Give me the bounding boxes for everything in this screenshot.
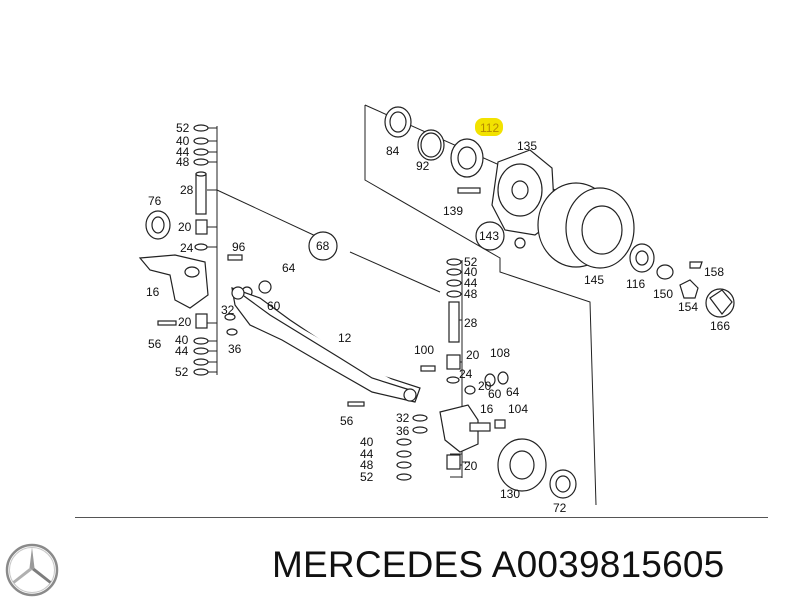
part-label: 32 [221, 303, 235, 317]
part-label: 139 [443, 204, 463, 218]
part-label: 72 [553, 501, 567, 515]
part-label: 92 [416, 159, 430, 173]
mercedes-star-icon [5, 543, 59, 597]
part-label: 84 [386, 144, 400, 158]
part-label: 56 [340, 414, 354, 428]
callout-label: 143 [479, 229, 499, 243]
part-label: 44 [176, 145, 190, 159]
part-number: A0039815605 [491, 544, 725, 585]
part-label: 20 [466, 348, 480, 362]
part-label: 96 [232, 240, 246, 254]
part-label: 158 [704, 265, 724, 279]
part-title: MERCEDES A0039815605 [272, 544, 724, 586]
part-label: 130 [500, 487, 520, 501]
part-label: 16 [480, 402, 494, 416]
part-label: 20 [178, 315, 192, 329]
part-label: 40 [464, 265, 478, 279]
part-label-highlighted: 112 [480, 121, 499, 135]
part-label: 40 [360, 435, 374, 449]
part-label: 36 [228, 342, 242, 356]
part-label: 60 [267, 299, 281, 313]
part-label: 24 [180, 241, 194, 255]
part-label: 52 [464, 255, 478, 269]
part-label: 28 [180, 183, 194, 197]
part-label: 64 [506, 385, 520, 399]
part-label: 64 [282, 261, 296, 275]
callout-label: 68 [316, 239, 330, 253]
part-label: 166 [710, 319, 730, 333]
part-label: 12 [338, 331, 352, 345]
part-label: 60 [488, 387, 502, 401]
part-label: 76 [148, 194, 162, 208]
part-label: 48 [464, 287, 478, 301]
part-label: 52 [176, 121, 190, 135]
part-label: 36 [396, 424, 410, 438]
part-label: 44 [360, 447, 374, 461]
part-label: 40 [175, 333, 189, 347]
part-label: 44 [175, 344, 189, 358]
part-label: 100 [414, 343, 434, 357]
part-label: 52 [360, 470, 374, 484]
part-label: 48 [176, 155, 190, 169]
part-label: 32 [396, 411, 410, 425]
part-label: 56 [148, 337, 162, 351]
highlight-marker [475, 118, 503, 136]
part-label: 20 [464, 459, 478, 473]
part-label: 154 [678, 300, 698, 314]
part-label: 16 [146, 285, 160, 299]
part-label: 135 [517, 139, 537, 153]
part-label: 52 [175, 365, 189, 379]
part-label: 40 [176, 134, 190, 148]
part-label: 150 [653, 287, 673, 301]
brand-name: MERCEDES [272, 544, 484, 585]
part-label: 28 [464, 316, 478, 330]
part-label: 44 [464, 276, 478, 290]
footer-divider [75, 517, 768, 518]
part-label: 20 [178, 220, 192, 234]
part-label: 104 [508, 402, 528, 416]
part-label: 108 [490, 346, 510, 360]
part-label: 145 [584, 273, 604, 287]
part-label: 116 [626, 277, 645, 291]
part-label: 48 [360, 458, 374, 472]
part-label: 24 [459, 367, 473, 381]
part-label: 20 [478, 379, 492, 393]
